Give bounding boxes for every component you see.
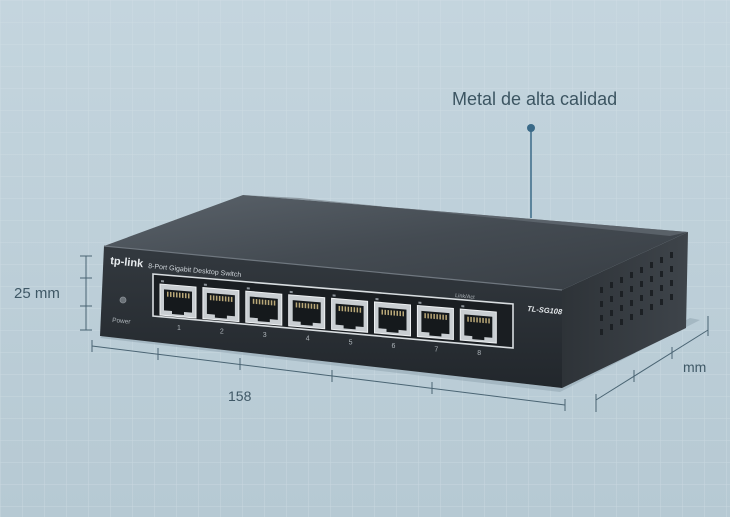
ethernet-port-icon: [459, 305, 497, 344]
callout-dot: [527, 124, 535, 132]
port-number-label: 3: [263, 332, 267, 339]
ethernet-port-icon: [202, 283, 240, 323]
ethernet-port-icon: [159, 280, 197, 319]
height-dimension-label: 25 mm: [14, 285, 60, 302]
ethernet-port-icon: [416, 301, 454, 341]
ethernet-port-icon: [331, 294, 369, 333]
ethernet-port-icon: [245, 287, 283, 326]
depth-dimension-label: mm: [683, 359, 707, 375]
port-number-label: 2: [220, 329, 224, 336]
port-number-label: 7: [434, 346, 438, 353]
dimension-lines: [80, 255, 709, 412]
ports-group: 1 2 3 4 5 6 7 8: [159, 280, 497, 357]
power-led-icon: [119, 296, 127, 304]
brand-logo: tp-link: [110, 255, 145, 270]
ethernet-port-icon: [374, 297, 411, 337]
side-vents: [600, 252, 673, 335]
ethernet-port-icon: [288, 290, 326, 330]
power-label: Power: [112, 317, 132, 326]
model-number: TL-SG108: [527, 304, 564, 316]
port-number-label: 5: [349, 339, 353, 346]
port-number-label: 1: [177, 325, 181, 332]
callout-label: Metal de alta calidad: [452, 89, 618, 109]
switch-top: [104, 195, 688, 290]
port-number-label: 6: [392, 343, 396, 350]
width-dimension-label: 158: [228, 388, 252, 404]
port-number-label: 8: [477, 350, 481, 357]
port-number-label: 4: [306, 336, 310, 343]
link-act-label: Link/Act: [455, 293, 476, 301]
switch-side: [562, 232, 688, 388]
